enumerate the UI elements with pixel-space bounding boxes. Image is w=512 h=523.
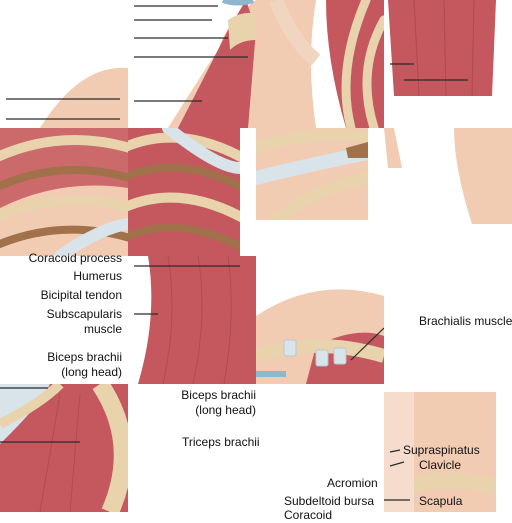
label-brachialis-muscle: Brachialis muscle — [419, 314, 512, 328]
tile-scapula — [384, 392, 496, 512]
label-coracoid-cut: Coracoid — [284, 508, 333, 522]
label-biceps-left-line2: (long head) — [61, 365, 122, 379]
label-biceps-mid-line1: Biceps brachii — [181, 388, 256, 402]
label-humerus: Humerus — [73, 269, 122, 283]
label-coracoid-process: Coracoid process — [28, 251, 122, 265]
tile-biceps-muscle — [128, 256, 256, 384]
tile-ribs-muscle-top — [256, 0, 384, 128]
label-subdeltoid-bursa: Subdeltoid bursa — [284, 494, 375, 508]
label-biceps-brachii-mid: Biceps brachii (long head) — [128, 388, 256, 418]
tile-shoulder-lines — [128, 0, 256, 128]
label-triceps-brachii: Triceps brachii — [182, 435, 260, 449]
tile-ribs-left — [0, 128, 128, 256]
tile-ribs-center — [128, 128, 240, 256]
label-clavicle: Clavicle — [419, 458, 462, 472]
tile-left-shoulder — [0, 64, 128, 128]
tile-arm-top-right — [384, 0, 512, 128]
tile-shoulder-bottom-left — [0, 384, 128, 512]
tile-clavicle-shoulder — [256, 256, 384, 384]
label-biceps-left-line1: Biceps brachii — [47, 350, 122, 364]
label-acromion: Acromion — [327, 476, 378, 490]
label-subscapularis: Subscapularis muscle — [0, 307, 122, 337]
tile-cartilage — [256, 128, 368, 220]
label-biceps-brachii-left: Biceps brachii (long head) — [0, 350, 122, 380]
label-subscapularis-line1: Subscapularis — [46, 307, 122, 321]
label-subscapularis-line2: muscle — [83, 322, 122, 336]
label-supraspinatus: Supraspinatus — [403, 443, 480, 457]
label-bicipital-tendon: Bicipital tendon — [40, 288, 122, 302]
tile-arm-mid-right — [384, 128, 512, 224]
label-biceps-mid-line2: (long head) — [195, 403, 256, 417]
label-scapula: Scapula — [419, 494, 463, 508]
